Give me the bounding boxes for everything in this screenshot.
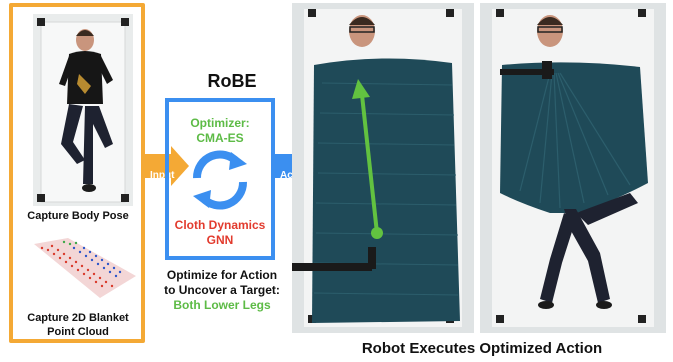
cloth-line1: Cloth Dynamics	[174, 218, 266, 232]
input-capture-panel	[9, 3, 145, 343]
point-cloud-caption-line2: Point Cloud	[47, 326, 109, 338]
cloth-line2: GNN	[206, 233, 234, 247]
body-pose-caption: Capture Body Pose	[27, 210, 129, 222]
optimization-goal: Optimize for Action to Uncover a Target:…	[152, 268, 292, 313]
goal-line2: to Uncover a Target:	[164, 283, 280, 297]
point-cloud-caption-line1: Capture 2D Blanket	[27, 312, 129, 324]
robot-action-after-photo	[480, 3, 666, 333]
cloth-dynamics-label: Cloth Dynamics GNN	[170, 218, 270, 248]
robot-executes-caption: Robot Executes Optimized Action	[361, 340, 603, 357]
goal-line1: Optimize for Action	[166, 268, 278, 282]
input-label: Input	[150, 170, 175, 181]
optimizer-label: Optimizer: CMA-ES	[170, 116, 270, 146]
point-cloud-caption: Capture 2D Blanket Point Cloud	[18, 311, 138, 339]
goal-target: Both Lower Legs	[173, 298, 271, 312]
body-pose-photo	[33, 14, 133, 206]
robe-title: RoBE	[207, 71, 257, 91]
robot-action-before-photo	[292, 3, 474, 333]
robe-box	[165, 98, 275, 260]
optimizer-line2: CMA-ES	[196, 131, 244, 145]
blanket-point-cloud	[28, 236, 138, 300]
optimizer-line1: Optimizer:	[190, 116, 250, 130]
optimization-cycle-icon	[192, 150, 248, 210]
